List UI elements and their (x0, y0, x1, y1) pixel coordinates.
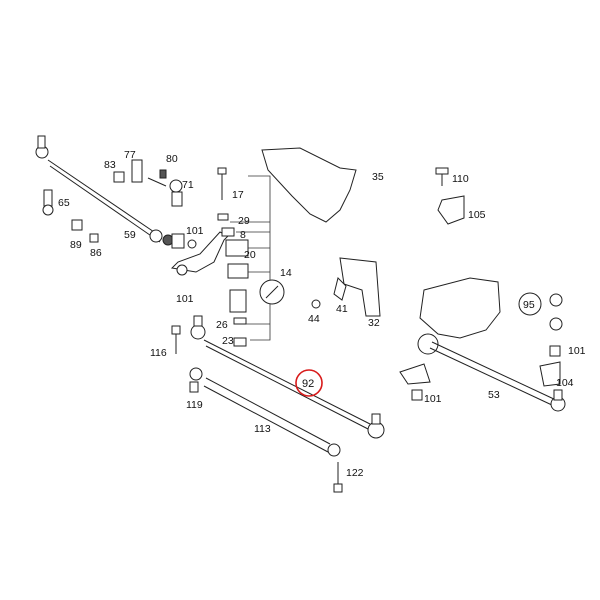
steering-gearbox (399, 277, 501, 385)
callout-110: 110 (452, 173, 469, 185)
callout-105: 105 (468, 209, 486, 221)
callout-32: 32 (368, 317, 380, 329)
callout-44: 44 (308, 313, 320, 325)
callout-29: 29 (238, 215, 250, 227)
callout-23: 23 (222, 335, 234, 347)
callout-119: 119 (186, 399, 203, 411)
callout-101-b: 101 (176, 293, 194, 305)
callout-95-circle (518, 292, 542, 316)
splash-shield (261, 147, 357, 223)
callout-41: 41 (336, 303, 348, 315)
callout-116: 116 (150, 347, 167, 359)
bolts (171, 325, 343, 493)
callout-89: 89 (70, 239, 82, 251)
callout-122: 122 (346, 467, 364, 479)
callout-92: 92 (302, 378, 314, 390)
wrench-tool (259, 279, 285, 305)
upper-small-parts (113, 159, 183, 207)
pitman-arm-assembly (170, 231, 229, 276)
upper-tie-rod-assembly (35, 135, 185, 249)
callout-77: 77 (124, 149, 136, 161)
callout-59: 59 (124, 229, 136, 241)
callout-53: 53 (488, 389, 500, 401)
callout-35: 35 (372, 171, 384, 183)
callout-92-highlight-circle (295, 369, 323, 397)
steering-bracket (311, 257, 381, 317)
callout-26: 26 (216, 319, 228, 331)
callout-101-a: 101 (186, 225, 204, 237)
right-bracket-small (435, 167, 465, 225)
callout-83: 83 (104, 159, 116, 171)
callout-113: 113 (254, 423, 271, 435)
callout-101-d: 101 (424, 393, 442, 405)
callout-8: 8 (240, 229, 246, 241)
callout-65: 65 (58, 197, 70, 209)
right-end-parts (539, 293, 563, 387)
right-tie-rod-assembly (411, 341, 566, 412)
callout-14: 14 (280, 267, 292, 279)
lower-tie-rod-assembly (189, 367, 341, 457)
idler-arm-stack (217, 167, 271, 347)
callout-104: 104 (556, 377, 574, 389)
center-drag-link (190, 315, 385, 439)
callout-86: 86 (90, 247, 102, 259)
callout-101-c: 101 (568, 345, 586, 357)
callout-20: 20 (244, 249, 256, 261)
callout-17: 17 (232, 189, 244, 201)
callout-71: 71 (182, 179, 194, 191)
left-tie-rod-end-parts (42, 189, 99, 243)
callout-95: 95 (523, 299, 535, 311)
callout-80: 80 (166, 153, 178, 165)
